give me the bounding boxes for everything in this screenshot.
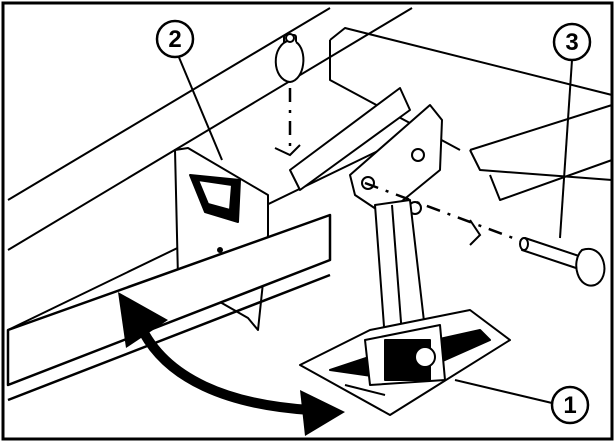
locking-pin	[519, 237, 606, 287]
double-headed-swing-arrow-icon	[118, 292, 345, 436]
callout-2: 2	[155, 19, 195, 59]
callout-1-number: 1	[563, 392, 576, 419]
callout-3: 3	[552, 22, 592, 62]
leader-lines	[177, 54, 573, 404]
main-beam	[6, 213, 332, 402]
callout-1: 1	[550, 385, 590, 425]
pin-path-guides	[288, 88, 541, 250]
stand-mount	[289, 87, 443, 216]
support-foot	[299, 309, 511, 416]
callout-3-number: 3	[565, 29, 578, 56]
bolt-icon	[414, 346, 436, 368]
bolt-icon	[411, 148, 425, 162]
pin-clip-marks	[274, 144, 482, 246]
callout-2-number: 2	[168, 26, 181, 53]
lynch-pin-icon	[274, 33, 305, 84]
